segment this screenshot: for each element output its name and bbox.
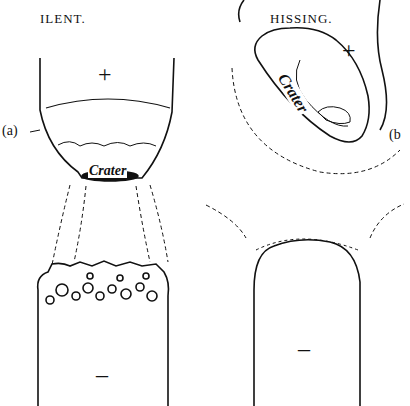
- heading: ILENT.: [40, 12, 86, 25]
- arc-glow-hissing: [206, 68, 404, 238]
- positive-carbon-hissing: [239, 0, 387, 142]
- polarity-sign: +: [342, 38, 356, 62]
- negative-carbon-silent: [38, 261, 169, 406]
- negative-carbon-hissing: [254, 239, 360, 406]
- heading: HISSING.: [270, 12, 333, 25]
- crater-label: Crater: [88, 164, 127, 178]
- crater-label: Crater: [274, 70, 311, 116]
- arc-glow-silent: [52, 185, 168, 265]
- figure-letter: (a): [2, 124, 18, 138]
- positive-carbon-silent: [30, 58, 174, 181]
- figure-letter: (b: [388, 128, 402, 142]
- polarity-sign: +: [98, 62, 112, 86]
- polarity-sign: –: [298, 336, 310, 360]
- polarity-sign: –: [96, 362, 108, 386]
